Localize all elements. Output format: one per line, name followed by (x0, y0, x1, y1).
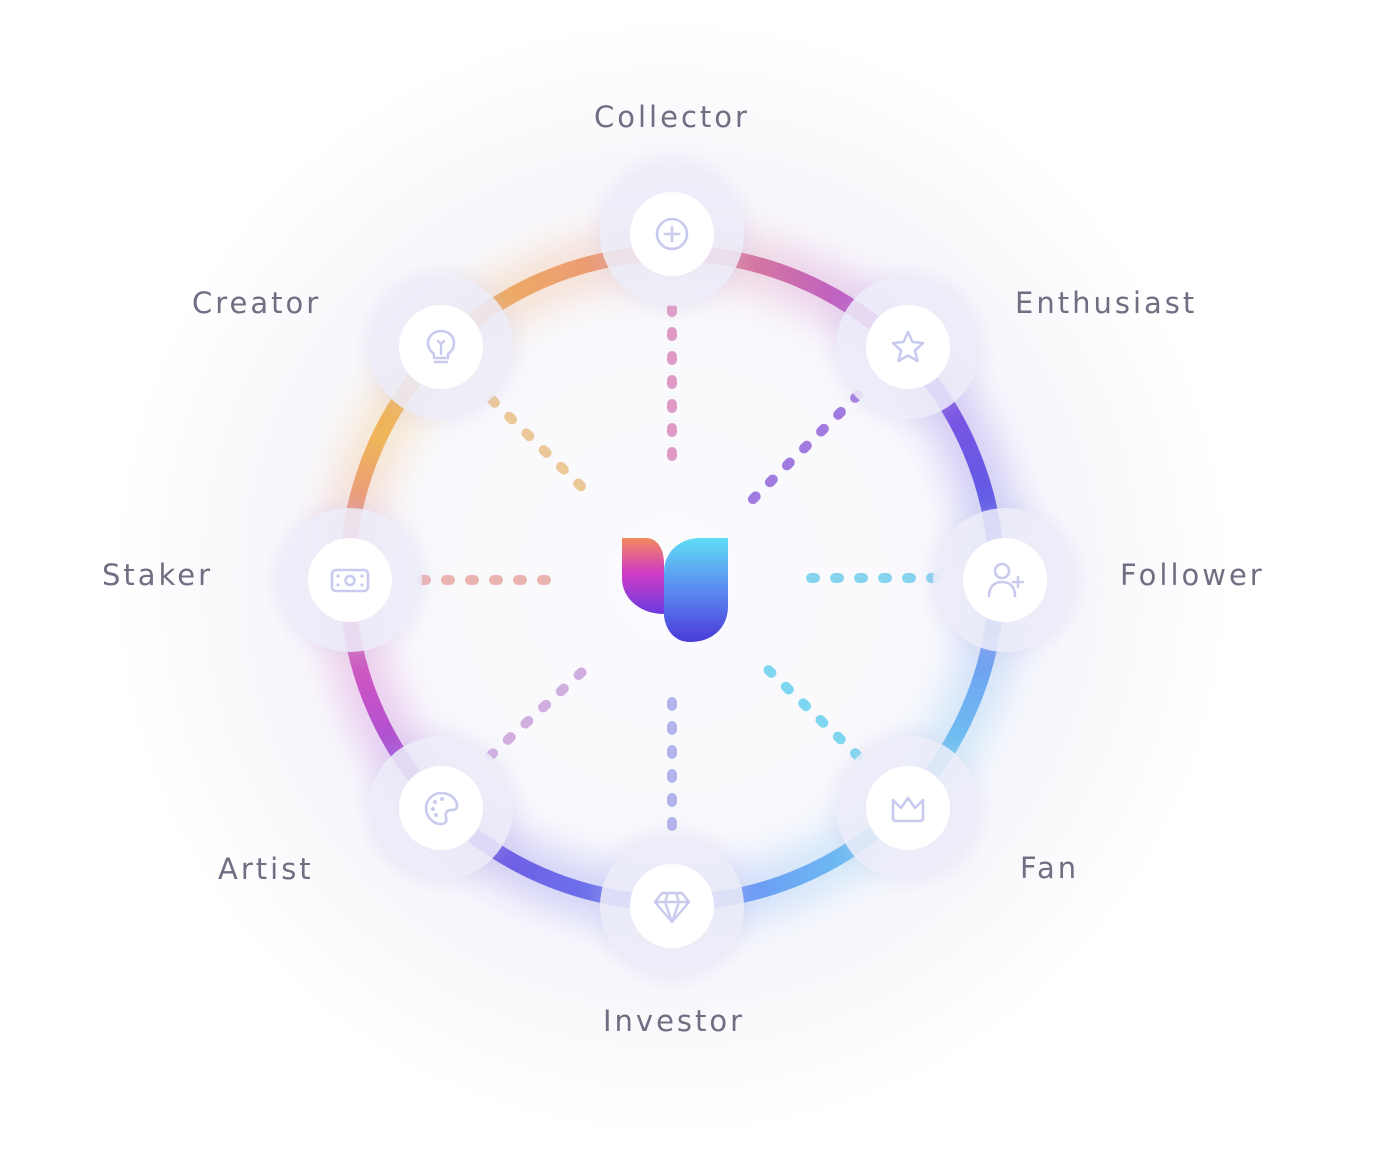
spokes (417, 303, 940, 831)
label-investor: Investor (603, 1004, 746, 1038)
diamond-icon (653, 891, 691, 924)
crown-icon (891, 796, 925, 823)
node-fan[interactable] (836, 736, 980, 880)
money-bill-icon (330, 568, 370, 593)
label-staker: Staker (102, 558, 214, 592)
label-fan: Fan (1020, 851, 1080, 885)
spoke-artist (485, 655, 600, 761)
node-enthusiast[interactable] (836, 275, 980, 419)
plus-circle-icon (655, 217, 689, 251)
star-icon (891, 330, 925, 363)
node-artist[interactable] (369, 736, 513, 880)
node-staker[interactable] (278, 508, 422, 652)
label-creator: Creator (192, 286, 322, 320)
label-enthusiast: Enthusiast (1015, 286, 1198, 320)
label-artist: Artist (218, 852, 314, 886)
node-follower[interactable] (933, 508, 1077, 652)
user-plus-icon (987, 562, 1025, 598)
label-collector: Collector (594, 100, 750, 134)
brand-u-logo-icon (622, 538, 728, 642)
node-collector[interactable] (600, 162, 744, 306)
spoke-fan (753, 655, 863, 761)
lightbulb-icon (426, 329, 456, 364)
spoke-enthusiast (747, 390, 863, 505)
palette-icon (424, 791, 459, 826)
label-follower: Follower (1120, 558, 1265, 592)
spoke-creator (487, 395, 593, 498)
node-creator[interactable] (369, 275, 513, 419)
node-investor[interactable] (600, 834, 744, 978)
